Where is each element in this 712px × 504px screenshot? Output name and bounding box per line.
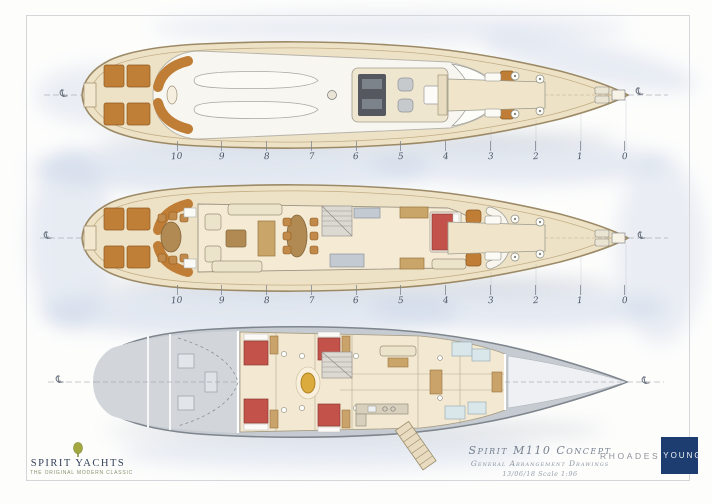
scale-tick-label: 8 <box>263 295 270 307</box>
scale-tick: 2 <box>529 285 541 306</box>
lower-deck-plan <box>48 326 664 471</box>
scale-tick-label: 6 <box>352 151 360 163</box>
drawing-date-scale: 13/06/18 Scale 1:96 <box>502 470 578 478</box>
station-guides <box>490 100 627 295</box>
scale-tick: 1 <box>574 141 586 162</box>
deck-chair <box>465 252 482 267</box>
passerelle-stairs <box>394 420 437 471</box>
scale-tick-label: 6 <box>352 295 360 307</box>
scale-tick: 8 <box>261 285 273 306</box>
scale-tick: 4 <box>440 285 452 306</box>
scale-tick-label: 5 <box>397 295 405 307</box>
flybridge-helm <box>351 67 449 123</box>
scale-tick: 6 <box>350 141 362 162</box>
scale-tick-label: 1 <box>576 151 584 163</box>
spirit-yachts-logo: SPIRIT YACHTS THE ORIGINAL MODERN CLASSI… <box>30 441 134 476</box>
scale-tick-label: 2 <box>532 295 539 307</box>
crew-bed <box>451 341 473 357</box>
scale-tick: 0 <box>619 285 631 306</box>
scale-tick: 4 <box>440 141 452 162</box>
helm-seat <box>397 77 414 92</box>
scale-tick-label: 9 <box>218 295 225 307</box>
scale-tick-label: 5 <box>397 151 405 163</box>
scale-tick: 5 <box>395 285 407 306</box>
galley-counter <box>329 253 365 268</box>
main-deck-plan <box>40 184 668 296</box>
guest-bed <box>243 340 269 366</box>
scale-tick: 9 <box>216 285 228 306</box>
scale-tick: 2 <box>529 141 541 162</box>
scale-tick: 9 <box>216 141 228 162</box>
young-text: YOUNG <box>663 451 703 460</box>
deck-chair <box>465 209 482 224</box>
scale-tick-label: 3 <box>487 295 494 307</box>
rhoades-young-logo: RHOADES YOUNG <box>600 437 701 474</box>
galley <box>355 403 409 427</box>
mast <box>327 90 337 100</box>
scale-tick: 3 <box>485 285 497 306</box>
sofa <box>211 260 263 273</box>
rhoades-text: RHOADES <box>600 450 661 461</box>
scale-tick: 3 <box>485 141 497 162</box>
tenders <box>193 71 319 119</box>
spirit-yachts-text: SPIRIT YACHTS <box>30 458 126 469</box>
crew-bed <box>444 405 466 420</box>
crew-bed <box>471 348 491 362</box>
scale-tick-label: 4 <box>442 295 449 307</box>
crew-mess-table <box>387 357 409 368</box>
saloon <box>204 203 283 273</box>
scale-tick: 5 <box>395 141 407 162</box>
scale-tick: 7 <box>305 285 317 306</box>
sofa <box>227 203 283 216</box>
dining-area <box>282 214 319 258</box>
rhoades-young-logo-box: YOUNG <box>661 437 701 474</box>
guest-cabins <box>243 331 359 433</box>
scale-tick-label: 3 <box>487 151 494 163</box>
drawing-title: Spirit M110 Concept <box>468 444 612 457</box>
lazarette <box>93 331 240 433</box>
scale-tick-label: 10 <box>170 151 184 163</box>
background-washes <box>28 12 705 470</box>
crew-bed <box>467 401 487 415</box>
scale-tick-label: 8 <box>263 151 270 163</box>
stairs-down <box>321 205 353 237</box>
scale-tick: 7 <box>305 141 317 162</box>
lobby-table <box>300 372 316 394</box>
drawing-subtitle: General Arrangement Drawings <box>470 459 610 468</box>
scale-tick: 1 <box>574 285 586 306</box>
stairs-up <box>321 351 353 379</box>
spirit-yachts-tree-icon <box>73 442 83 457</box>
scale-tick: 10 <box>171 141 183 162</box>
flybridge-deck-plan <box>44 41 668 151</box>
crew-mess-sofa <box>379 345 417 357</box>
scale-tick-label: 10 <box>170 295 184 307</box>
scale-tick-label: 1 <box>576 295 584 307</box>
scale-tick: 10 <box>171 285 183 306</box>
scale-tick-label: 7 <box>308 151 315 163</box>
scale-tick-label: 9 <box>218 151 225 163</box>
pantry-counter <box>353 207 381 219</box>
scale-tick-label: 0 <box>621 295 629 307</box>
scale-tick-label: 0 <box>621 151 629 163</box>
helm-seat <box>397 98 414 113</box>
scale-tick-label: 4 <box>442 151 449 163</box>
guest-bed <box>243 398 269 424</box>
scale-tick: 6 <box>350 285 362 306</box>
scale-tick: 8 <box>261 141 273 162</box>
scale-tick: 0 <box>619 141 631 162</box>
spirit-yachts-tagline: THE ORIGINAL MODERN CLASSIC <box>30 470 134 476</box>
coffee-table <box>225 229 247 248</box>
sideboard <box>257 220 276 257</box>
scale-tick-label: 2 <box>532 151 539 163</box>
title-block: Spirit M110 Concept General Arrangement … <box>455 444 625 478</box>
scale-tick-label: 7 <box>308 295 315 307</box>
crew-cabins <box>429 341 503 420</box>
guest-bed <box>317 403 341 427</box>
